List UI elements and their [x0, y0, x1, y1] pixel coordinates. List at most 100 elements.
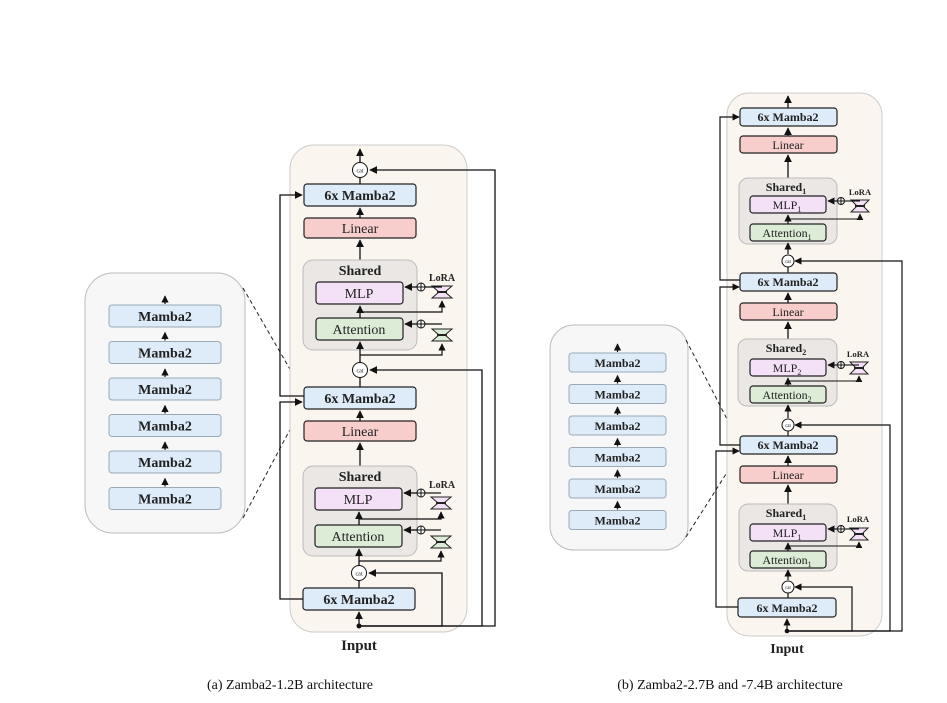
svg-text:cat: cat [356, 572, 363, 578]
lora-label: LoRA [849, 187, 872, 197]
mlp-block-mid: MLP [314, 487, 403, 511]
svg-text:Shared2: Shared2 [766, 341, 806, 357]
svg-text:Linear: Linear [342, 222, 379, 237]
svg-text:Mamba2: Mamba2 [595, 356, 641, 370]
svg-text:MLP1: MLP1 [773, 198, 802, 214]
svg-text:Mamba2: Mamba2 [138, 456, 192, 471]
linear-block-top: Linear [303, 217, 417, 239]
mlp-block-top: MLP [315, 281, 404, 305]
svg-text:cat: cat [785, 260, 791, 265]
svg-text:Mamba2: Mamba2 [138, 347, 192, 362]
add-icon [837, 361, 845, 369]
svg-text:Mamba2: Mamba2 [595, 387, 641, 401]
mamba-block-bottom: 6x Mamba2 [737, 597, 837, 618]
svg-text:Shared1: Shared1 [766, 506, 806, 522]
zoom-mamba-block: Mamba2 [568, 415, 667, 436]
mlp-block-top: MLP1 [749, 195, 827, 214]
svg-text:Mamba2: Mamba2 [595, 482, 641, 496]
add-icon [416, 319, 426, 329]
svg-text:MLP: MLP [344, 493, 373, 508]
linear-block-top: Linear [739, 135, 838, 154]
cat-node: cat [352, 362, 368, 378]
cat-node: cat [352, 162, 368, 178]
zoom-mamba-block: Mamba2 [108, 414, 222, 437]
zoom-mamba-block: Mamba2 [568, 478, 667, 499]
svg-text:Mamba2: Mamba2 [138, 420, 192, 435]
zoom-mamba-block: Mamba2 [108, 377, 222, 401]
svg-text:MLP1: MLP1 [773, 526, 802, 542]
svg-text:Mamba2: Mamba2 [595, 513, 641, 527]
mamba-block-mid: 6x Mamba2 [739, 272, 838, 292]
add-icon [416, 282, 426, 292]
svg-text:6x Mamba2: 6x Mamba2 [323, 593, 394, 608]
zoom-mamba-block: Mamba2 [108, 487, 222, 510]
zoom-mamba-block: Mamba2 [568, 384, 667, 404]
lora-icon [429, 535, 453, 549]
lora-label: LoRA [847, 514, 870, 524]
add-icon [416, 525, 426, 535]
zoom-connector-top [685, 339, 741, 445]
input-label: Input [770, 642, 804, 657]
svg-text:cat: cat [357, 169, 364, 175]
svg-text:MLP: MLP [345, 287, 374, 302]
cat-node: cat [781, 580, 795, 594]
linear-block-low: Linear [739, 465, 838, 484]
zoom-connector-bottom [685, 451, 741, 538]
zoom-mamba-block: Mamba2 [568, 510, 667, 530]
add-icon [837, 197, 845, 205]
mamba-block-top: 6x Mamba2 [739, 107, 838, 127]
svg-text:Attention2: Attention2 [762, 388, 811, 404]
svg-text:Attention: Attention [333, 323, 386, 338]
svg-text:Mamba2: Mamba2 [138, 310, 192, 325]
caption-b: (b) Zamba2-2.7B and -7.4B architecture [617, 678, 842, 693]
lora-icon [430, 285, 454, 299]
svg-text:cat: cat [357, 369, 364, 375]
svg-text:6x Mamba2: 6x Mamba2 [758, 110, 819, 124]
mamba-block-bottom: 6x Mamba2 [302, 587, 416, 611]
svg-text:6x Mamba2: 6x Mamba2 [757, 601, 818, 615]
svg-text:Attention1: Attention1 [762, 226, 811, 242]
svg-text:Shared: Shared [339, 470, 382, 485]
mamba-block-mid: 6x Mamba2 [303, 386, 417, 410]
lora-label: LoRA [429, 273, 456, 284]
lora-icon [430, 328, 454, 342]
caption-a: (a) Zamba2-1.2B architecture [207, 678, 373, 693]
svg-text:Linear: Linear [772, 305, 803, 319]
svg-text:Linear: Linear [772, 468, 803, 482]
mlp-block-mid: MLP2 [749, 358, 827, 377]
lora-icon [849, 199, 871, 213]
lora-icon [848, 527, 870, 541]
attention-block-top: Attention1 [749, 223, 827, 242]
svg-text:Mamba2: Mamba2 [138, 493, 192, 508]
svg-text:MLP2: MLP2 [773, 361, 802, 377]
mamba-block-top: 6x Mamba2 [303, 183, 417, 207]
lora-icon [429, 496, 453, 510]
attention-block-mid: Attention [314, 524, 403, 548]
add-icon [416, 488, 426, 498]
svg-text:Linear: Linear [342, 425, 379, 440]
attention-block-mid: Attention2 [749, 385, 827, 404]
svg-text:Shared1: Shared1 [766, 180, 806, 196]
cat-node: cat [781, 254, 795, 268]
svg-text:6x Mamba2: 6x Mamba2 [324, 392, 395, 407]
zoom-mamba-block: Mamba2 [108, 450, 222, 474]
svg-text:Mamba2: Mamba2 [595, 419, 641, 433]
mlp-block-low: MLP1 [749, 523, 827, 542]
zoom-mamba-block: Mamba2 [108, 341, 222, 364]
lora-label: LoRA [847, 349, 870, 359]
attention-block-low: Attention1 [749, 550, 827, 569]
zoom-mamba-block: Mamba2 [568, 352, 667, 373]
svg-text:Attention1: Attention1 [762, 553, 811, 569]
svg-text:6x Mamba2: 6x Mamba2 [758, 438, 819, 452]
svg-text:cat: cat [785, 424, 791, 429]
svg-text:6x Mamba2: 6x Mamba2 [758, 275, 819, 289]
attention-block-top: Attention [315, 317, 404, 341]
cat-node: cat [351, 565, 367, 581]
svg-text:Attention: Attention [332, 530, 385, 545]
mamba-block-low: 6x Mamba2 [739, 435, 838, 455]
linear-block-mid: Linear [303, 420, 417, 442]
input-label: Input [341, 638, 377, 654]
zoom-mamba-block: Mamba2 [568, 447, 667, 467]
